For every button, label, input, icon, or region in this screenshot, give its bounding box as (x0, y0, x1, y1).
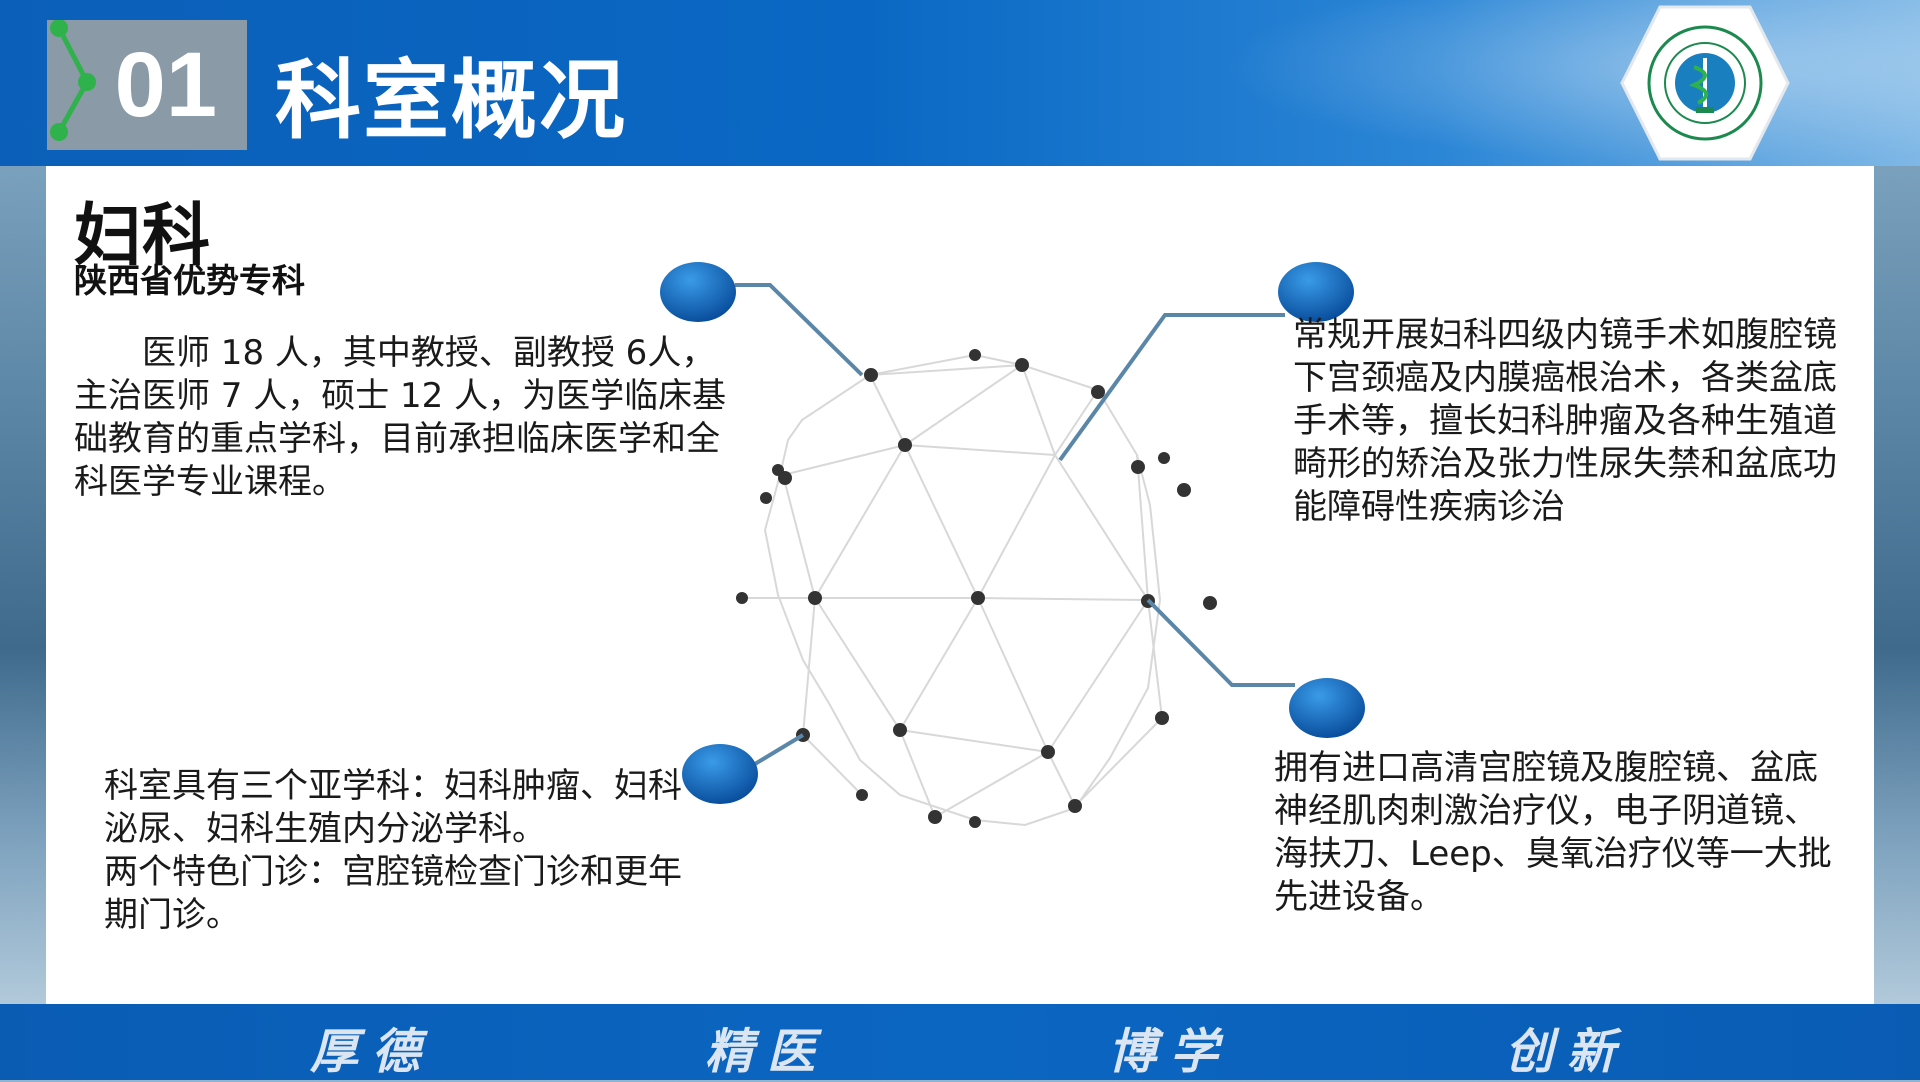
motto-item: 创新 (1505, 1024, 1630, 1080)
hospital-emblem-icon (1620, 5, 1790, 161)
department-title: 妇科 (74, 197, 211, 276)
content-panel (46, 166, 1874, 1004)
motto-item: 厚德 (310, 1024, 435, 1080)
footer-bar: 厚德 精医 博学 创新 (0, 1004, 1920, 1080)
subspecialty-paragraph: 科室具有三个亚学科：妇科肿瘤、妇科泌尿、妇科生殖内分泌学科。 两个特色门诊：宫腔… (104, 766, 682, 935)
page-title: 科室概况 (275, 51, 627, 151)
department-subtitle: 陕西省优势专科 (74, 261, 305, 300)
molecule-icon (50, 20, 96, 141)
motto-item: 博学 (1108, 1024, 1233, 1080)
connector-node-subspecialty (682, 744, 758, 804)
section-number-box: 01 (47, 20, 247, 150)
motto-item: 精医 (705, 1024, 830, 1080)
header-bar (0, 0, 1920, 166)
section-number: 01 (114, 33, 217, 136)
equipment-paragraph: 拥有进口高清宫腔镜及腹腔镜、盆底神经肌肉刺激治疗仪，电子阴道镜、海扶刀、Leep… (1274, 748, 1832, 917)
staff-paragraph: 医师 18 人，其中教授、副教授 6人，主治医师 7 人，硕士 12 人，为医学… (74, 333, 727, 502)
connector-node-equipment (1289, 678, 1365, 738)
surgery-paragraph: 常规开展妇科四级内镜手术如腹腔镜下宫颈癌及内膜癌根治术，各类盆底手术等，擅长妇科… (1293, 315, 1837, 527)
header-glow (1220, 0, 1920, 166)
connector-node-surgery (1278, 262, 1354, 322)
connector-node-staff (660, 262, 736, 322)
